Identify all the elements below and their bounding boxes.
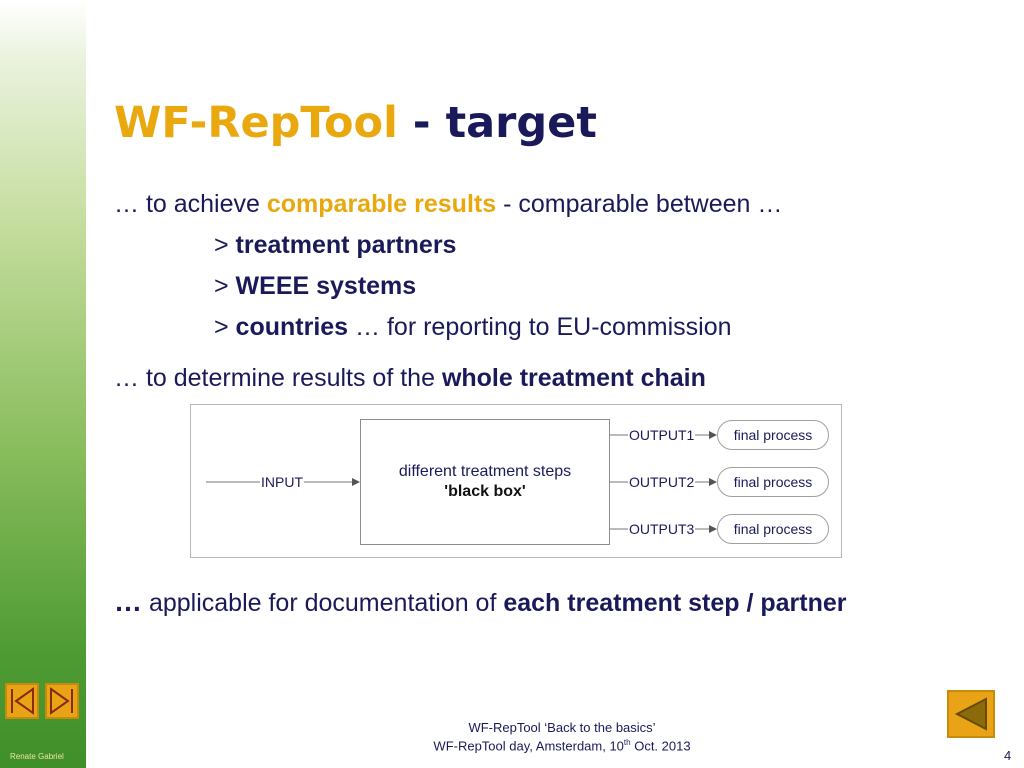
superscript: th bbox=[623, 738, 631, 747]
emphasis: treatment partners bbox=[235, 231, 457, 259]
prev-slide-button[interactable] bbox=[5, 683, 39, 719]
black-box: different treatment steps 'black box' bbox=[360, 419, 610, 545]
emphasis: WEEE systems bbox=[235, 272, 417, 300]
title-rest: - target bbox=[397, 98, 597, 148]
final-process-2: final process bbox=[717, 467, 829, 497]
sub-item-weee-systems: > WEEE systems bbox=[214, 272, 416, 301]
back-button[interactable] bbox=[947, 690, 995, 738]
bullet-comparable-results: … to achieve comparable results - compar… bbox=[114, 190, 782, 219]
final-process-3: final process bbox=[717, 514, 829, 544]
black-box-line2: 'black box' bbox=[444, 483, 526, 500]
bullet-whole-chain: … to determine results of the whole trea… bbox=[114, 364, 706, 393]
next-slide-icon bbox=[50, 687, 73, 715]
page-number: 4 bbox=[1004, 748, 1012, 763]
sub-item-countries: > countries … for reporting to EU-commis… bbox=[214, 313, 732, 342]
next-slide-button[interactable] bbox=[45, 683, 79, 719]
output3-label: OUTPUT3 bbox=[628, 521, 696, 537]
marker: > bbox=[214, 231, 236, 259]
treatment-chain-diagram: INPUT different treatment steps 'black b… bbox=[190, 404, 842, 558]
sub-item-treatment-partners: > treatment partners bbox=[214, 231, 456, 260]
title-accent: WF-RepTool bbox=[114, 98, 398, 148]
footer-line2: WF-RepTool day, Amsterdam, 10th Oct. 201… bbox=[0, 738, 1024, 753]
emphasis: comparable results bbox=[266, 190, 497, 218]
marker: > bbox=[214, 313, 236, 341]
prev-slide-icon bbox=[11, 687, 34, 715]
text: WF-RepTool day, Amsterdam, 10 bbox=[433, 738, 624, 754]
marker: > bbox=[214, 272, 236, 300]
author-name: Renate Gabriel bbox=[10, 752, 64, 761]
slide-title: WF-RepTool - target bbox=[114, 98, 597, 148]
text: … to determine results of the bbox=[114, 364, 442, 392]
output1-label: OUTPUT1 bbox=[628, 427, 696, 443]
bullet-applicable: … applicable for documentation of each t… bbox=[114, 586, 847, 618]
text: … to achieve bbox=[114, 190, 267, 218]
sidebar-gradient: Renate Gabriel bbox=[0, 0, 86, 768]
emphasis: countries bbox=[235, 313, 349, 341]
back-icon bbox=[954, 697, 987, 731]
text: - comparable between … bbox=[496, 190, 783, 218]
ellipsis: … bbox=[114, 586, 142, 617]
input-label: INPUT bbox=[260, 474, 304, 490]
black-box-line1: different treatment steps bbox=[398, 463, 572, 480]
final-process-1: final process bbox=[717, 420, 829, 450]
text: … for reporting to EU-commission bbox=[348, 313, 732, 341]
emphasis: each treatment step / partner bbox=[503, 589, 847, 617]
emphasis: whole treatment chain bbox=[441, 364, 706, 392]
text: Oct. 2013 bbox=[630, 738, 691, 754]
footer-line1: WF-RepTool ‘Back to the basics’ bbox=[468, 720, 656, 735]
text: applicable for documentation of bbox=[142, 589, 504, 617]
output2-label: OUTPUT2 bbox=[628, 474, 696, 490]
